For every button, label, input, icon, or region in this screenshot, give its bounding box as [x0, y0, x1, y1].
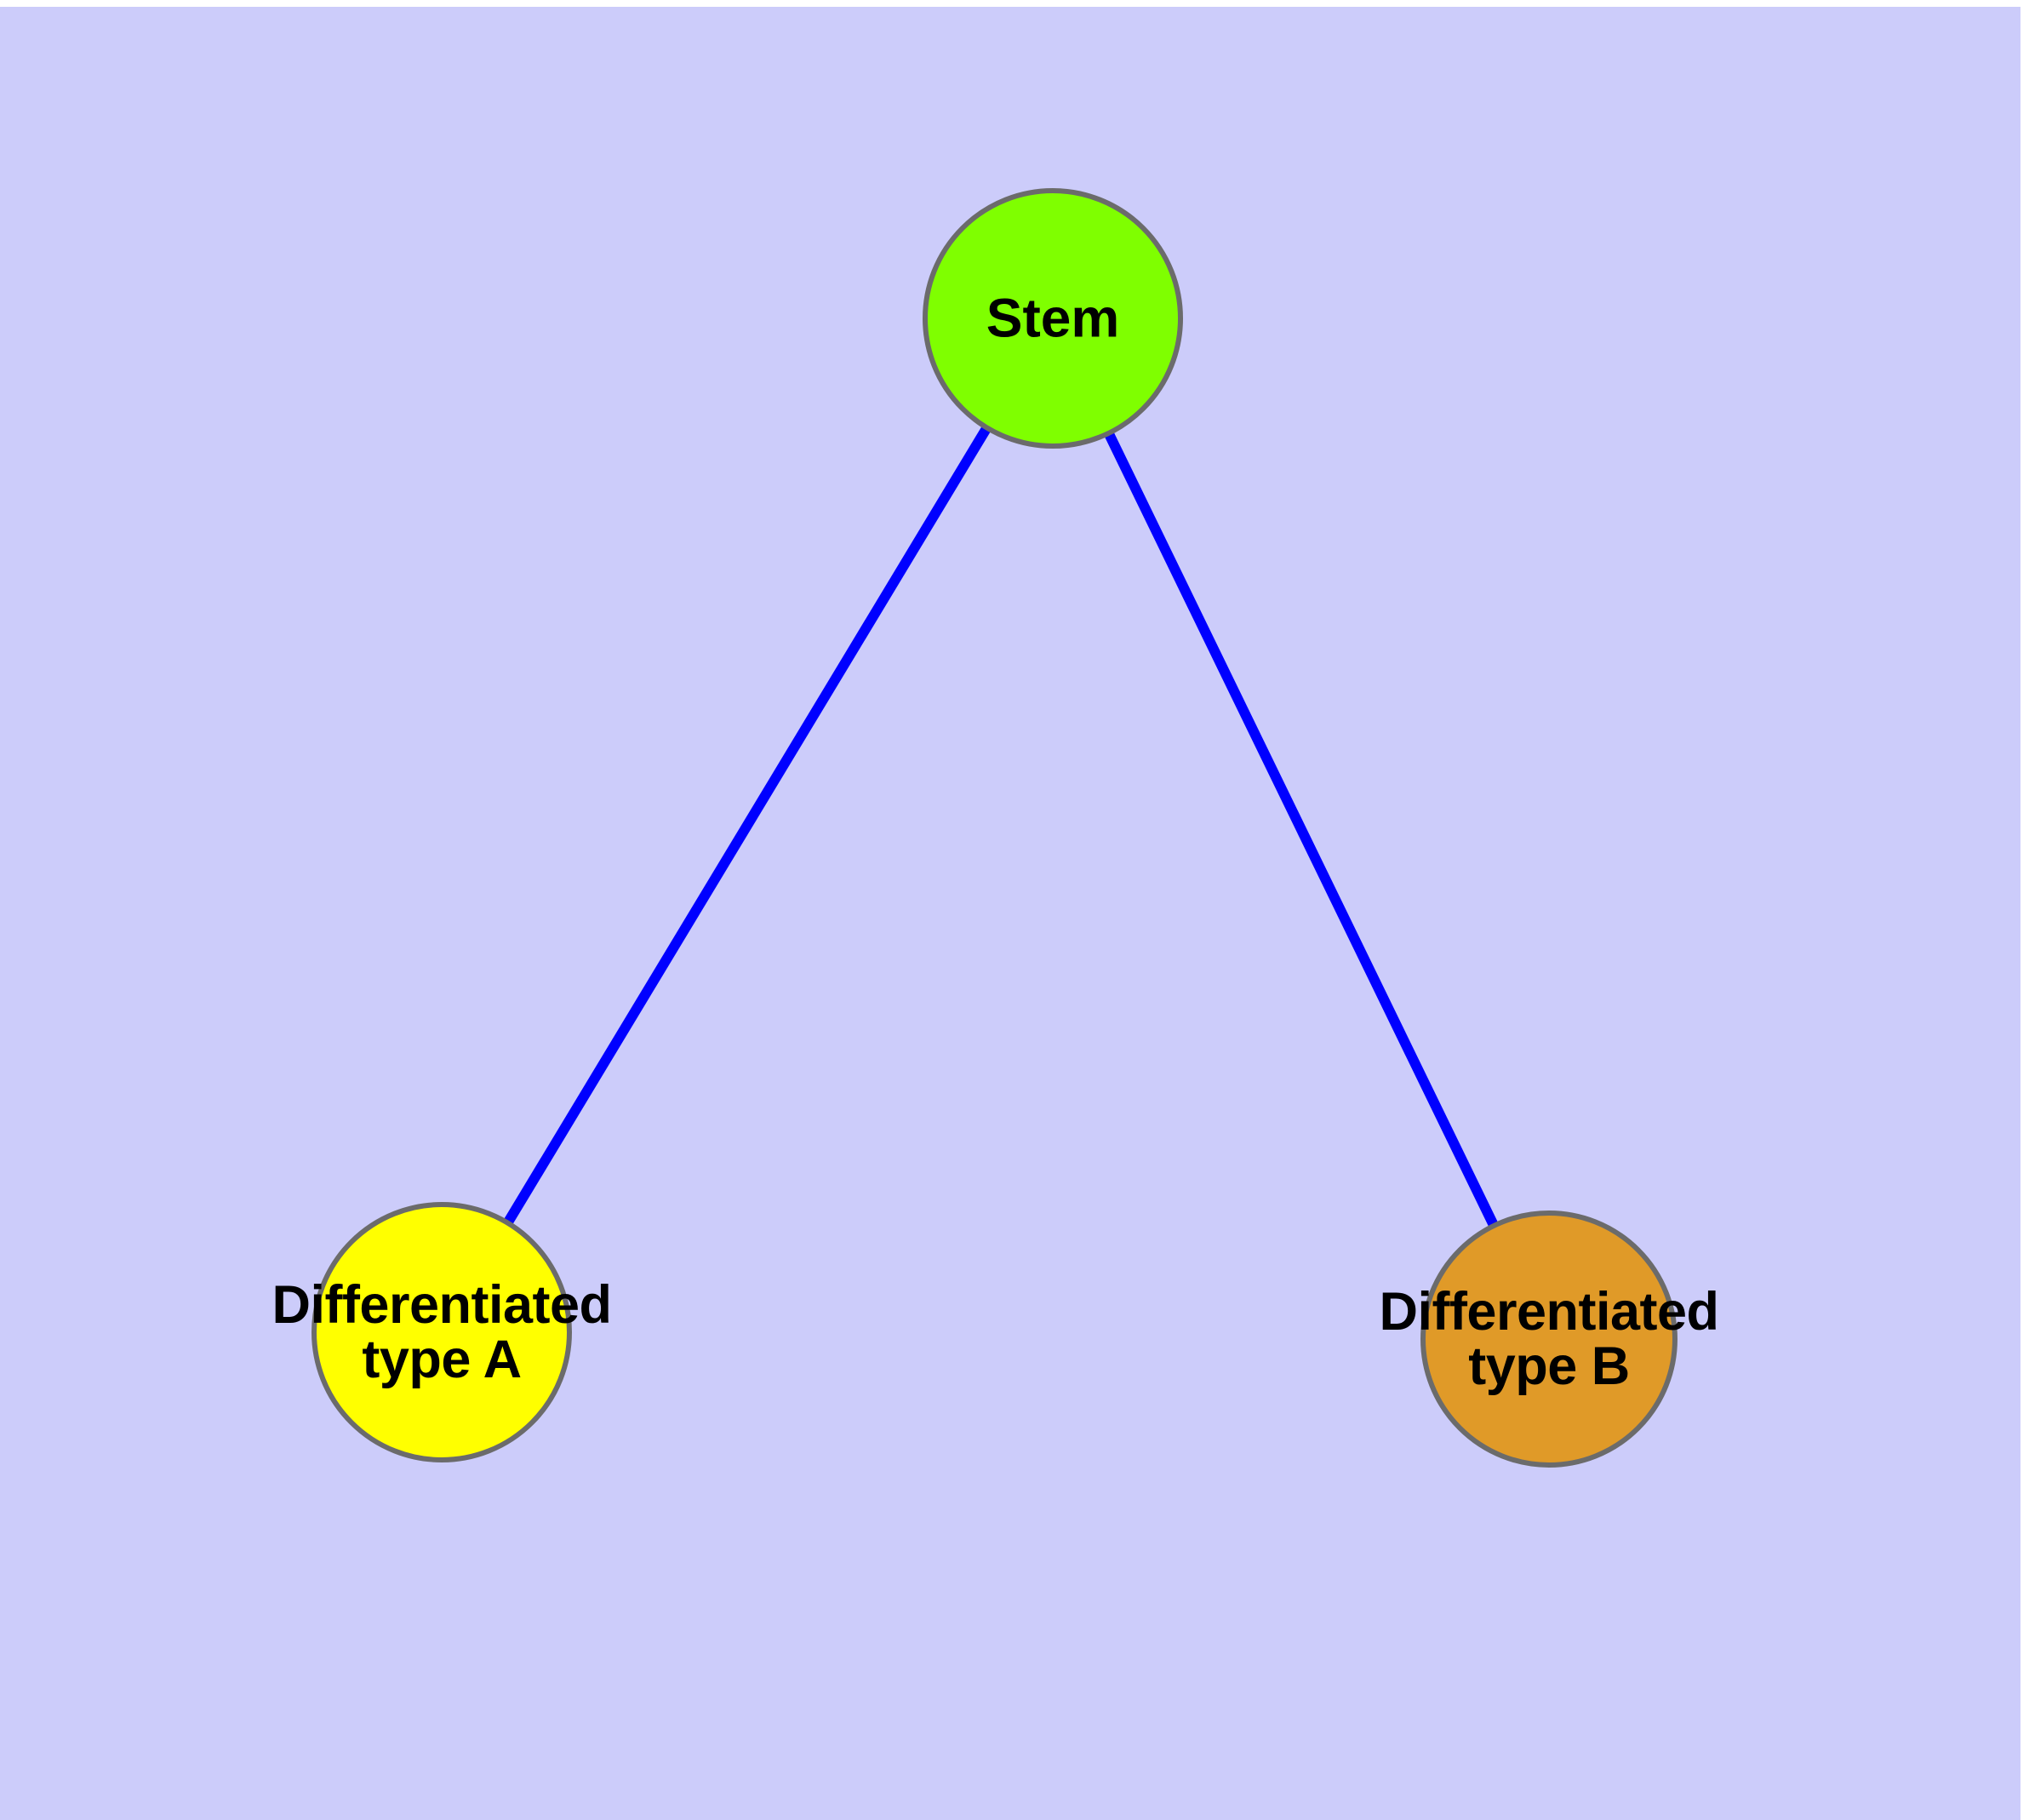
edge-layer	[501, 421, 1500, 1232]
node-differentiated-type-a[interactable]	[311, 1202, 572, 1462]
edge-stem-to-differentiated-type-a[interactable]	[501, 421, 993, 1229]
node-layer	[311, 188, 1677, 1468]
edge-stem-to-differentiated-type-b[interactable]	[1102, 427, 1500, 1232]
node-differentiated-type-b[interactable]	[1420, 1210, 1677, 1468]
node-stem[interactable]	[923, 188, 1183, 449]
